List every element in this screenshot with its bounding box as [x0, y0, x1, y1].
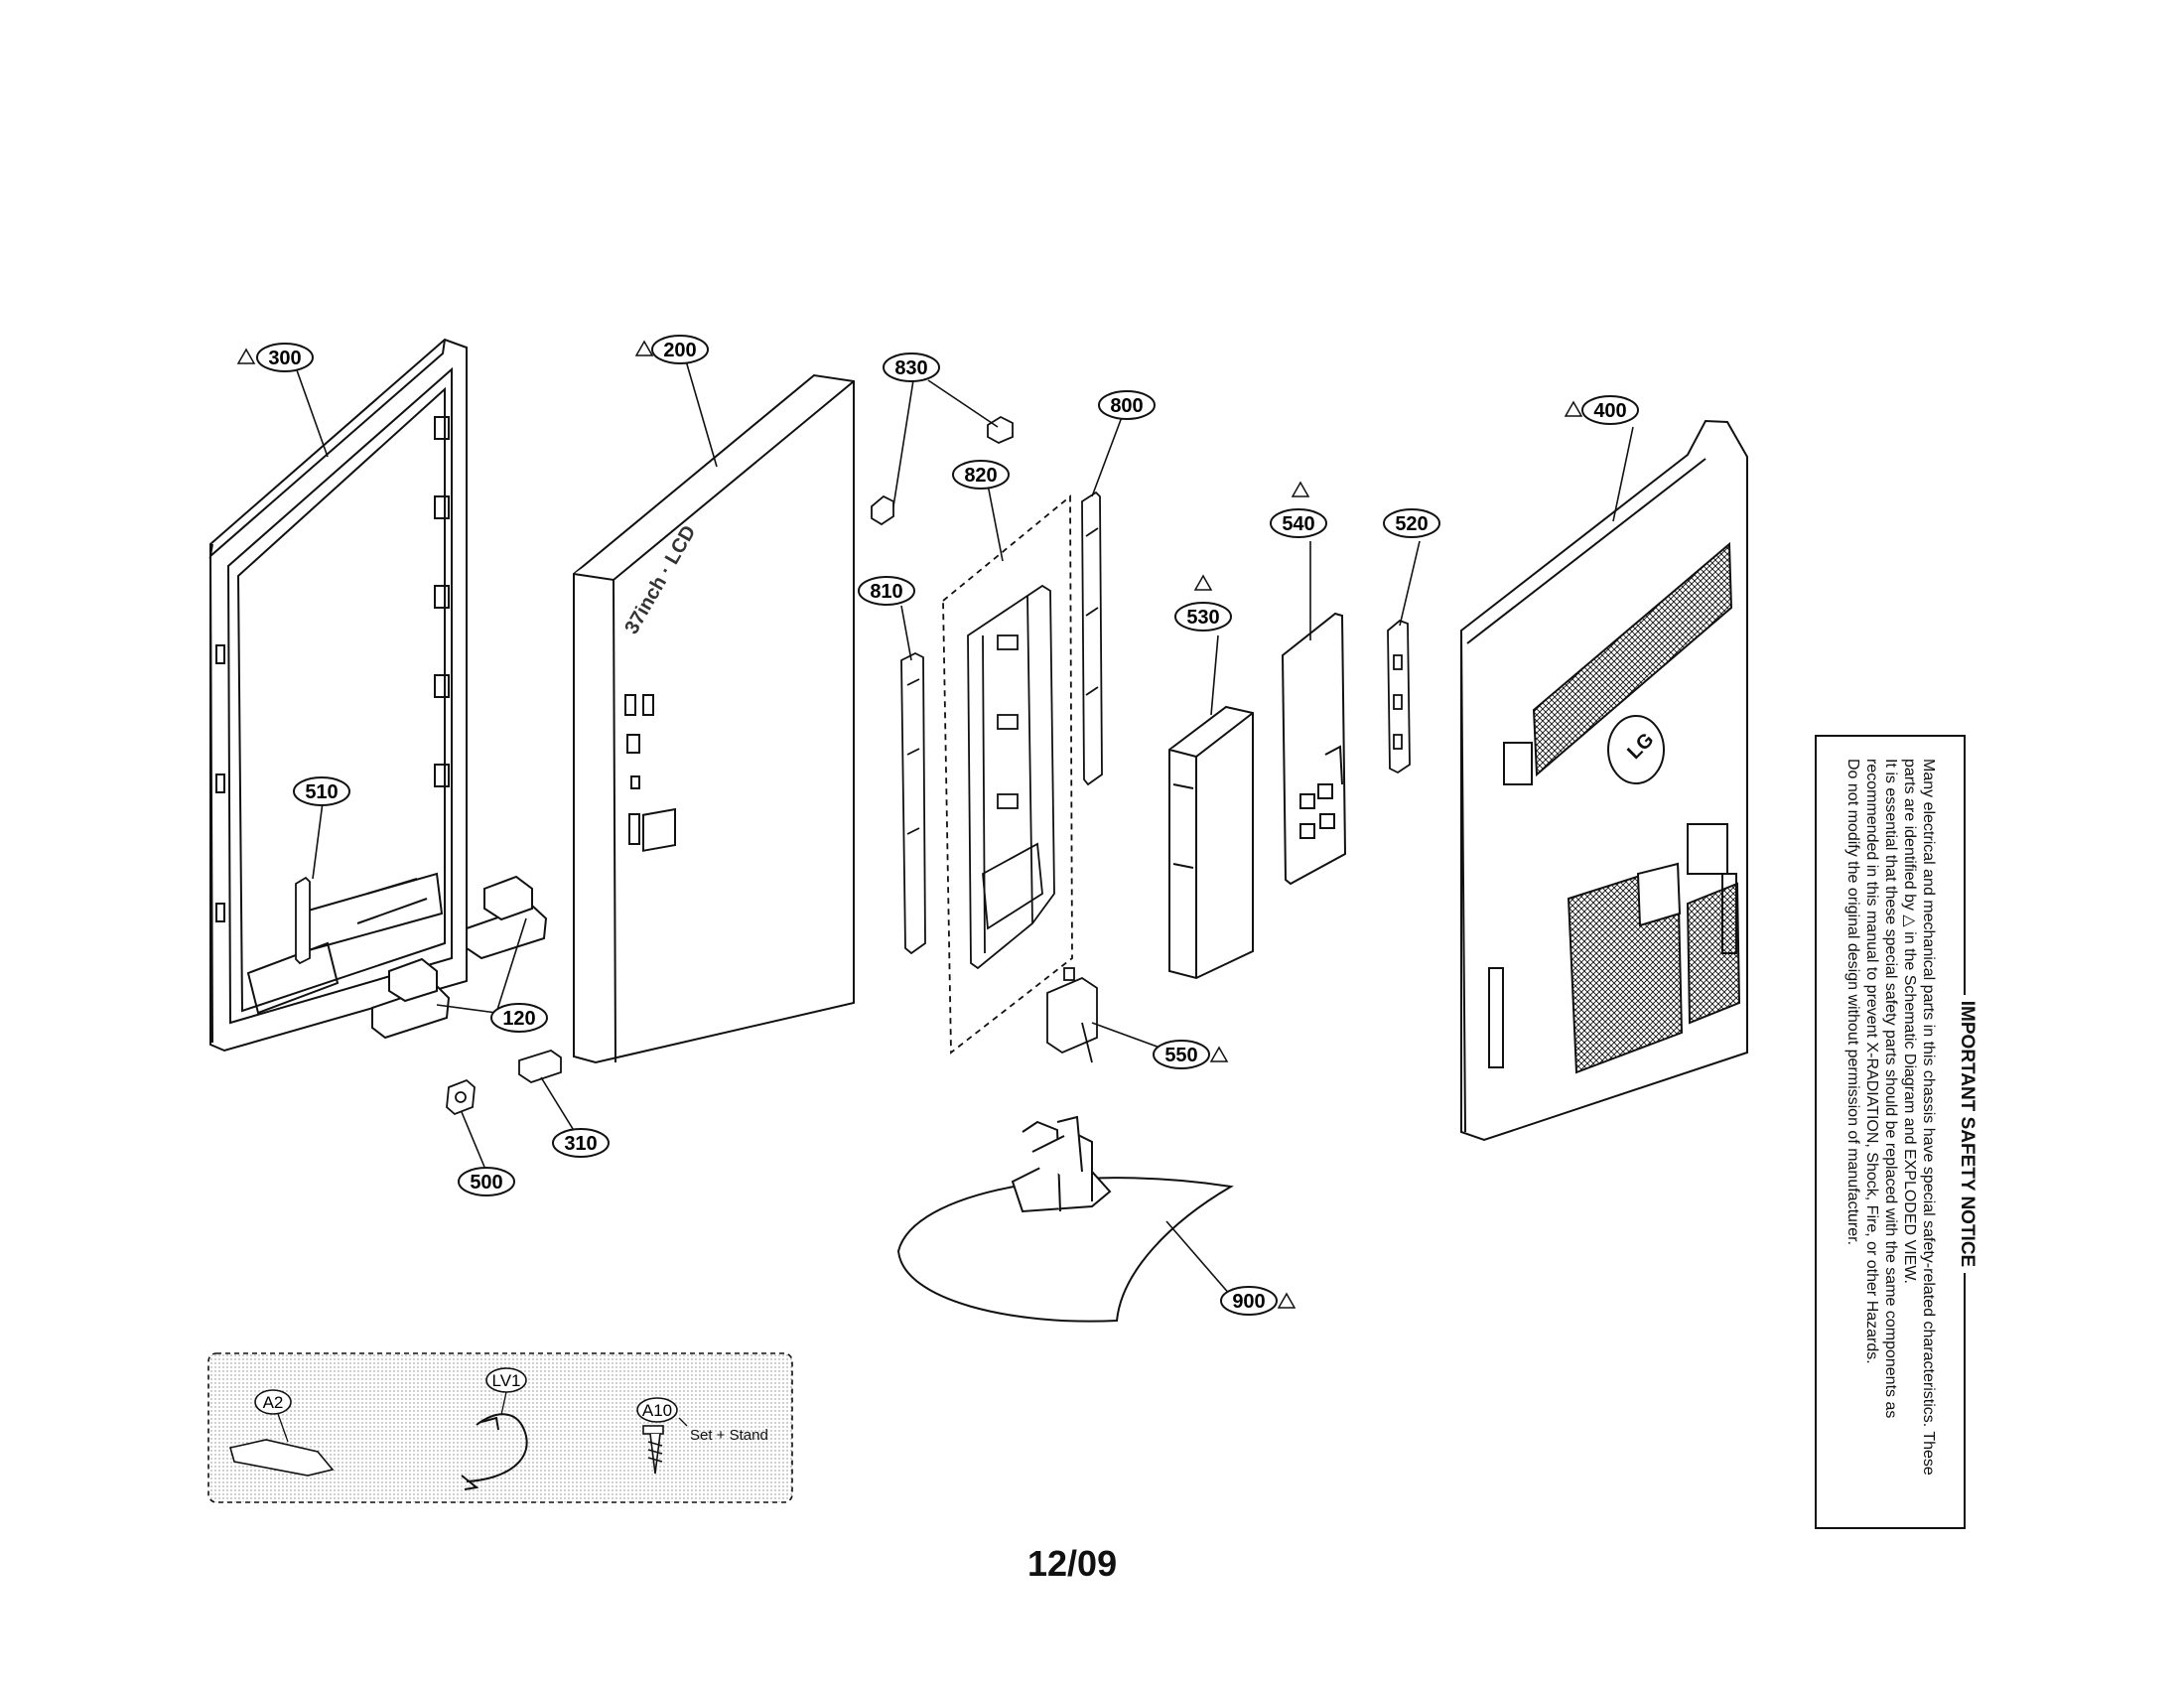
speaker-120-part	[371, 875, 548, 1040]
warning-triangle-icon	[236, 348, 256, 364]
warning-triangle-icon	[634, 340, 654, 356]
safety-notice-box: IMPORTANT SAFETY NOTICE Many electrical …	[1815, 735, 1978, 1531]
callout-550-label: 550	[1164, 1045, 1197, 1066]
callout-530-label: 530	[1186, 607, 1219, 629]
warning-triangle-icon	[1291, 481, 1310, 497]
callout-810: 810	[858, 576, 915, 606]
power-supply-530-part	[1168, 705, 1254, 980]
callout-310: 310	[552, 1128, 610, 1158]
screw-a10-part	[642, 1425, 664, 1475]
callout-900: 900	[1220, 1286, 1297, 1316]
remote-control-part	[228, 1439, 335, 1477]
lcd-panel-part	[573, 373, 855, 1064]
accessories-box: A2 LV1 A10 Set + Stand	[207, 1352, 793, 1503]
callout-A10-label: A10	[642, 1401, 672, 1420]
callout-400: 400	[1564, 395, 1639, 425]
accessory-note: Set + Stand	[690, 1427, 768, 1444]
callout-120: 120	[490, 1003, 548, 1033]
callout-A2: A2	[254, 1389, 292, 1415]
bracket-830-part	[871, 415, 1014, 526]
bracket-510-part	[295, 876, 311, 965]
ir-board-500-part	[446, 1078, 476, 1116]
callout-200-label: 200	[663, 340, 696, 361]
leader-lines	[295, 356, 1634, 1297]
speaker-module-550-part	[1046, 967, 1098, 1063]
safety-notice-line: It is essential that these special safet…	[1882, 759, 1899, 1419]
callout-830-label: 830	[894, 357, 927, 379]
callout-820-label: 820	[964, 465, 997, 487]
callout-120-label: 120	[502, 1008, 535, 1030]
callout-520-label: 520	[1395, 513, 1428, 535]
callout-800: 800	[1098, 390, 1156, 420]
callout-400-label: 400	[1593, 400, 1626, 422]
callout-540-label: 540	[1282, 513, 1314, 535]
safety-notice-line: Many electrical and mechanical parts in …	[1920, 759, 1937, 1476]
callout-520: 520	[1383, 508, 1440, 538]
callout-540: 540	[1270, 481, 1327, 538]
safety-notice-title-text: IMPORTANT SAFETY NOTICE	[1957, 994, 1978, 1274]
callout-800-label: 800	[1110, 395, 1143, 417]
cable-lv1-part	[461, 1413, 528, 1490]
warning-triangle-icon	[1564, 400, 1583, 417]
page-code: 12/09	[1027, 1543, 1118, 1584]
callout-A2-label: A2	[263, 1393, 284, 1412]
callout-500: 500	[458, 1167, 515, 1196]
callout-510: 510	[293, 776, 350, 806]
callout-530: 530	[1174, 574, 1232, 632]
stiffener-800-part	[1081, 491, 1103, 786]
safety-notice-content: IMPORTANT SAFETY NOTICE Many electrical …	[1815, 737, 1978, 1531]
side-board-520-part	[1387, 619, 1411, 774]
safety-notice-body: Many electrical and mechanical parts in …	[1843, 759, 1938, 1509]
callout-550: 550	[1153, 1040, 1229, 1069]
callout-LV1: LV1	[485, 1367, 527, 1393]
back-cover-part: LG	[1460, 419, 1748, 1142]
safety-notice-title: IMPORTANT SAFETY NOTICE	[1956, 737, 1978, 1531]
safety-notice-line: recommended in this manual to prevent X-…	[1863, 759, 1880, 1364]
warning-triangle-icon	[1193, 574, 1213, 591]
warning-triangle-icon	[1209, 1046, 1229, 1062]
callout-510-label: 510	[305, 781, 338, 803]
callout-830: 830	[883, 352, 940, 382]
safety-notice-line: parts are identified by △ in the Schemat…	[1901, 759, 1918, 1284]
support-frame-820-part	[942, 494, 1073, 1055]
callout-LV1-label: LV1	[492, 1371, 521, 1390]
callout-310-label: 310	[564, 1133, 597, 1155]
callout-820: 820	[952, 460, 1010, 490]
bracket-310-part	[518, 1050, 562, 1083]
front-cabinet-part	[208, 338, 468, 1053]
stiffener-810-part	[900, 651, 926, 955]
callout-500-label: 500	[470, 1172, 502, 1194]
callout-200: 200	[634, 335, 709, 364]
stand-900-part	[896, 1115, 1234, 1323]
callout-300-label: 300	[268, 348, 301, 369]
callout-300: 300	[236, 343, 314, 372]
warning-triangle-icon	[1277, 1292, 1297, 1309]
callout-900-label: 900	[1232, 1291, 1265, 1313]
callout-A10: A10	[636, 1397, 678, 1423]
callout-810-label: 810	[870, 581, 902, 603]
main-board-540-part	[1281, 612, 1347, 886]
safety-notice-line: Do not modify the original design withou…	[1844, 759, 1861, 1246]
